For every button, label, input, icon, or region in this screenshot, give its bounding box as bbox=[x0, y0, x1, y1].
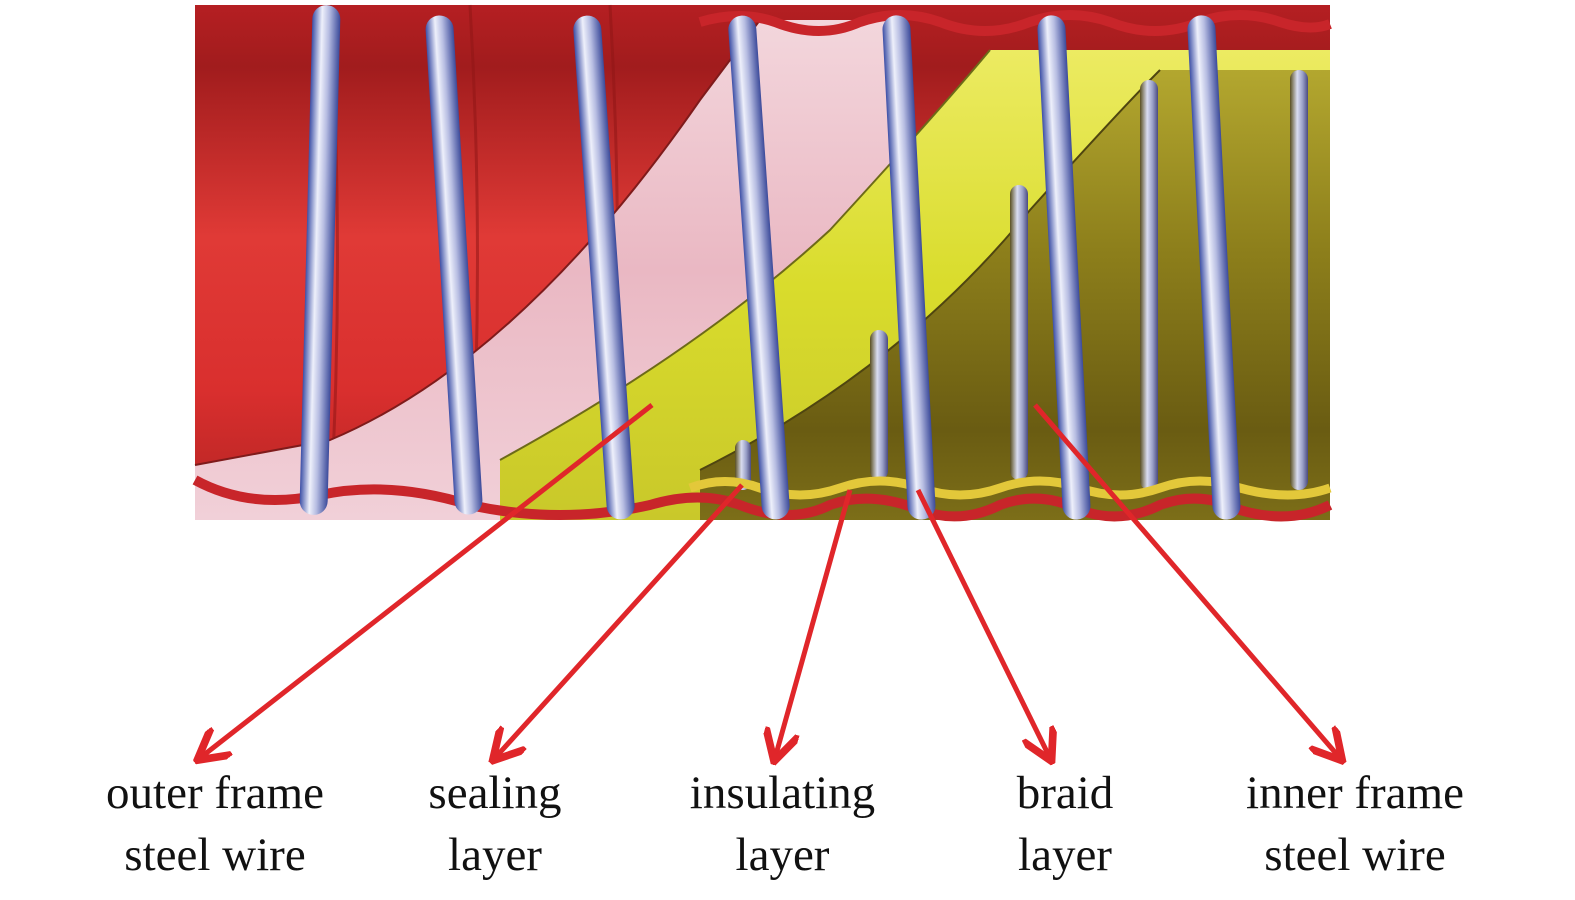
callout-arrows bbox=[200, 403, 1340, 758]
label-line: insulating bbox=[689, 767, 876, 819]
label-braid-layer: braid layer bbox=[970, 762, 1160, 886]
label-line: steel wire bbox=[1264, 829, 1446, 881]
label-line: outer frame bbox=[106, 767, 324, 819]
label-line: steel wire bbox=[124, 829, 306, 881]
label-line: layer bbox=[735, 829, 830, 881]
label-line: layer bbox=[448, 829, 542, 881]
label-line: inner frame bbox=[1246, 767, 1464, 819]
inner-frame-wires bbox=[735, 70, 1308, 490]
outer-top-edge bbox=[698, 10, 1332, 36]
label-line: layer bbox=[1018, 829, 1112, 881]
label-inner-frame-steel-wire: inner frame steel wire bbox=[1210, 762, 1500, 886]
arrow-sealing-layer bbox=[495, 483, 744, 758]
outer-frame-wires bbox=[299, 5, 1241, 520]
arrow-outer-frame-steel-wire bbox=[200, 403, 654, 758]
arrow-inner-frame-steel-wire bbox=[1033, 403, 1340, 758]
outer-bottom-edge bbox=[192, 475, 1333, 522]
label-line: braid bbox=[1016, 767, 1114, 819]
label-outer-frame-steel-wire: outer frame steel wire bbox=[70, 762, 360, 886]
arrow-insulating-layer bbox=[775, 489, 853, 758]
label-insulating-layer: insulating layer bbox=[660, 762, 905, 886]
label-line: sealing bbox=[428, 767, 562, 819]
label-sealing-layer: sealing layer bbox=[395, 762, 595, 886]
arrow-braid-layer bbox=[915, 488, 1050, 758]
